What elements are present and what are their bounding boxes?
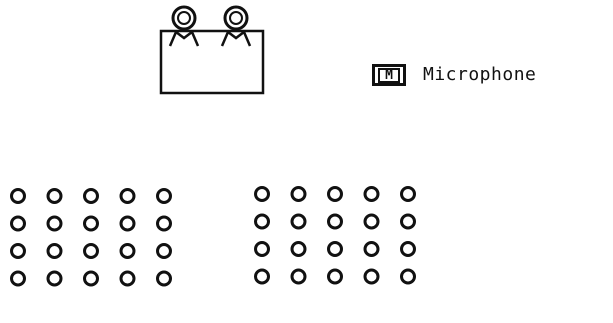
performer-right (222, 7, 250, 46)
audience-seat (85, 217, 98, 230)
audience-seat (365, 188, 378, 201)
audience-seat (365, 215, 378, 228)
audience-seat (365, 243, 378, 256)
performer-head-inner (178, 12, 190, 24)
audience-seat (48, 272, 61, 285)
audience-seat (48, 190, 61, 203)
audience-seat (256, 215, 269, 228)
audience-seat (292, 188, 305, 201)
audience-seat (256, 243, 269, 256)
audience-seat (12, 245, 25, 258)
audience-seat (121, 272, 134, 285)
audience-seat (402, 215, 415, 228)
audience-seat (292, 215, 305, 228)
audience-seat (365, 270, 378, 283)
audience-seat (256, 270, 269, 283)
audience-seat (158, 245, 171, 258)
microphone-legend-label: Microphone (423, 64, 536, 85)
microphone-legend-symbol: M (372, 64, 406, 86)
performer-head (225, 7, 247, 29)
performer-arms (222, 32, 250, 46)
audience-seat (329, 270, 342, 283)
audience-seat (85, 190, 98, 203)
audience-seat (12, 217, 25, 230)
audience-seat (402, 243, 415, 256)
audience-seat (256, 188, 269, 201)
audience-seat (158, 190, 171, 203)
performer-head-inner (230, 12, 242, 24)
audience-seat (48, 217, 61, 230)
performer-head (173, 7, 195, 29)
performer-left (170, 7, 198, 46)
audience-seat (121, 245, 134, 258)
audience-seat (85, 272, 98, 285)
audience-seat (12, 190, 25, 203)
audience-section-right (256, 188, 415, 284)
audience-seat (292, 243, 305, 256)
audience-seat (329, 188, 342, 201)
audience-seat (121, 217, 134, 230)
audience-seat (292, 270, 305, 283)
audience-seat (12, 272, 25, 285)
audience-seat (48, 245, 61, 258)
audience-seat (329, 215, 342, 228)
audience-section-left (12, 190, 171, 286)
audience-seat (402, 270, 415, 283)
audience-seat (85, 245, 98, 258)
audience-seat (402, 188, 415, 201)
microphone-legend-letter: M (378, 68, 400, 83)
audience-seat (121, 190, 134, 203)
audience-seat (158, 272, 171, 285)
audience-seat (158, 217, 171, 230)
audience-seat (329, 243, 342, 256)
performer-arms (170, 32, 198, 46)
stage (161, 7, 263, 93)
